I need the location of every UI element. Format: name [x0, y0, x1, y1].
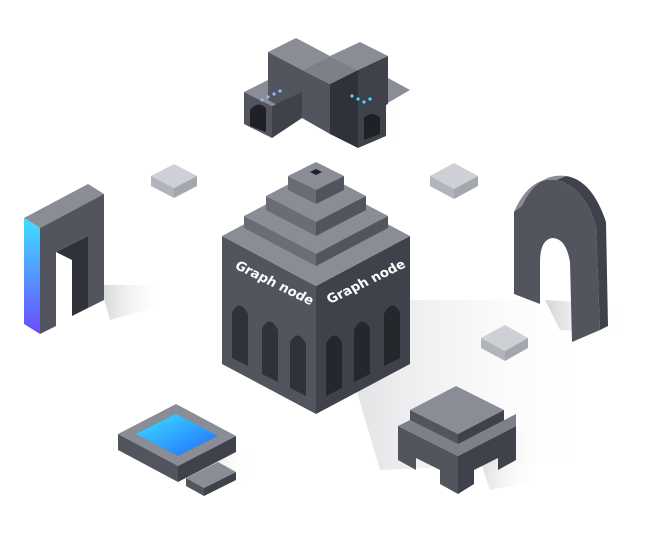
glass-cube-icon [151, 164, 197, 198]
pool-block-icon [118, 404, 236, 496]
cross-arch-building-icon [244, 38, 410, 148]
table-block-icon [398, 386, 516, 494]
temple-building-icon [222, 162, 410, 414]
right-arch-icon [514, 175, 608, 342]
glass-cube-icon [481, 325, 528, 361]
glass-cube-icon [430, 163, 478, 199]
left-arch-icon [24, 184, 104, 334]
